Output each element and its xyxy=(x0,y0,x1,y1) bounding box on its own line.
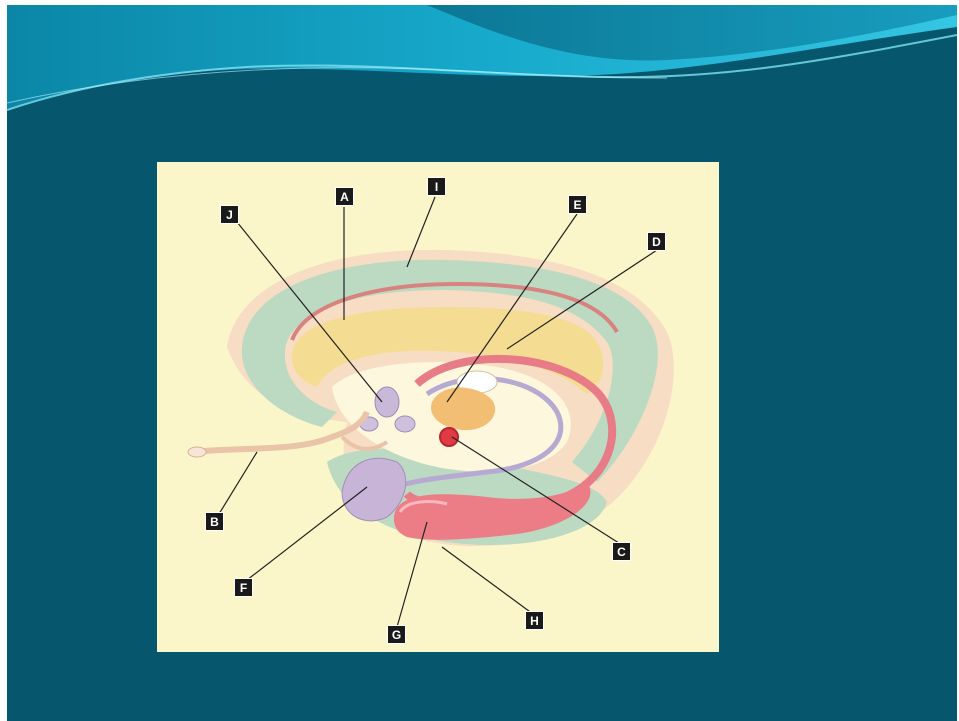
leader-line-E xyxy=(447,214,577,402)
leader-line-H xyxy=(442,547,537,617)
leader-line-J xyxy=(237,222,382,402)
label-E: E xyxy=(568,195,587,214)
leader-line-B xyxy=(219,452,257,514)
leader-line-G xyxy=(397,522,427,627)
limbic-system-diagram: A I J E D B F C G H xyxy=(157,162,719,652)
label-A: A xyxy=(335,187,354,206)
label-F: F xyxy=(234,578,253,597)
label-G: G xyxy=(387,625,406,644)
label-B: B xyxy=(205,512,224,531)
label-C: C xyxy=(612,542,631,561)
label-I: I xyxy=(427,177,446,196)
label-H: H xyxy=(525,611,544,630)
header-wave xyxy=(7,5,957,120)
leader-line-F xyxy=(247,487,367,580)
leader-line-I xyxy=(407,197,435,267)
label-D: D xyxy=(647,232,666,251)
leader-line-D xyxy=(507,250,657,349)
label-J: J xyxy=(220,205,239,224)
leader-line-C xyxy=(452,437,622,545)
